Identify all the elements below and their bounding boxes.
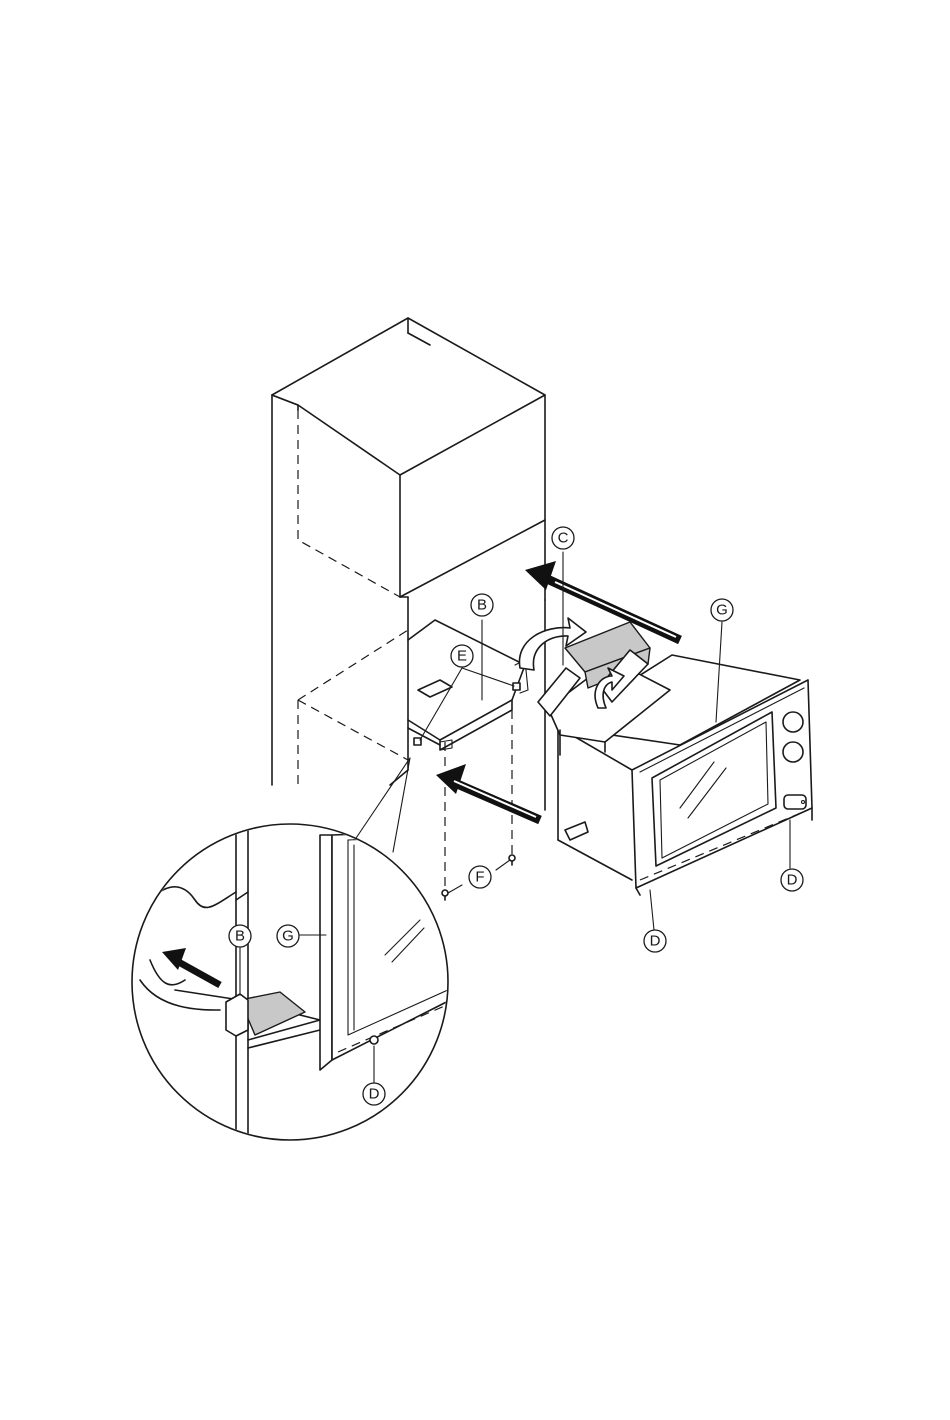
svg-text:D: D [650, 933, 661, 950]
svg-text:C: C [558, 530, 569, 547]
callout-b-detail: B [229, 925, 251, 947]
tall-cabinet [272, 318, 545, 810]
callout-f-main: F [469, 866, 491, 888]
svg-text:B: B [477, 597, 487, 614]
callout-g-detail: G [277, 925, 299, 947]
callout-e-main: E [451, 645, 473, 667]
callout-d-front: D [644, 930, 666, 952]
callout-c-main: C [552, 527, 574, 549]
svg-text:D: D [369, 1086, 380, 1103]
svg-text:G: G [282, 928, 294, 945]
callout-b-main: B [471, 594, 493, 616]
svg-text:B: B [235, 928, 245, 945]
svg-text:G: G [716, 602, 728, 619]
svg-text:D: D [787, 872, 798, 889]
detail-magnifier [132, 758, 470, 1140]
svg-text:F: F [475, 869, 484, 886]
callout-d-right: D [781, 869, 803, 891]
svg-text:E: E [457, 648, 467, 665]
callout-d-detail: D [363, 1083, 385, 1105]
callout-g-main: G [711, 599, 733, 621]
